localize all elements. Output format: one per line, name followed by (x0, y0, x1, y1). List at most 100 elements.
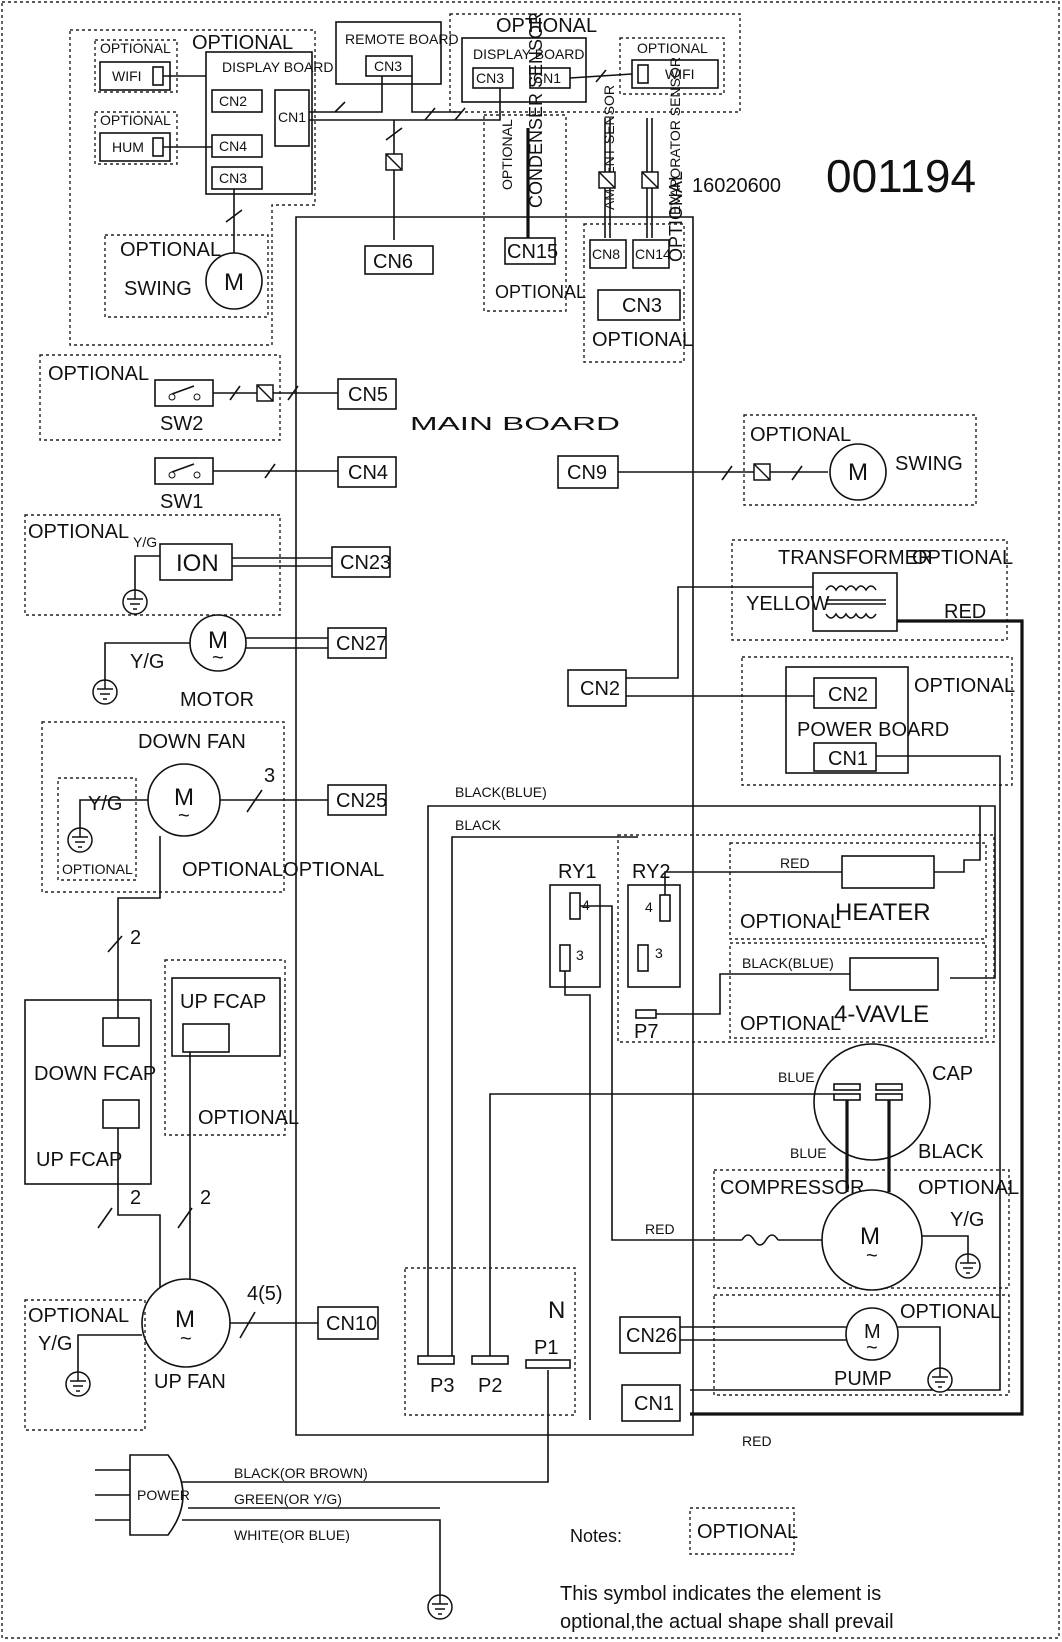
notes-optional-symbol (689, 1507, 795, 1555)
sw1-switch-icon (154, 457, 214, 485)
wifi-label: WIFI (665, 66, 695, 82)
optional-region-pump (713, 1294, 1010, 1396)
optional-label: OPTIONAL (912, 547, 1013, 569)
power-label: POWER (137, 1487, 190, 1503)
transformer-icon (812, 572, 898, 632)
p1-label: P1 (534, 1337, 558, 1359)
yg-label: Y/G (950, 1209, 984, 1231)
connector-label: CN4 (219, 138, 247, 154)
optional-region-down-fan-ground (57, 777, 137, 881)
main-board-outline (295, 216, 694, 1436)
optional-label: OPTIONAL (592, 329, 693, 351)
optional-region-transformer (731, 539, 1008, 641)
pump-motor-icon (845, 1307, 899, 1361)
condenser-sensor-label: CONDENSER SENSOR (526, 12, 546, 208)
wifi-connector-icon (152, 66, 164, 86)
down-fan-label: DOWN FAN (138, 731, 246, 753)
wire-label: BLACK (918, 1141, 984, 1163)
wire-count: 2 (130, 927, 141, 949)
optional-label: OPTIONAL (198, 1107, 299, 1129)
cap-icon (813, 1043, 931, 1161)
p3-label: P3 (430, 1375, 454, 1397)
relay-pin: 3 (655, 945, 663, 961)
swing-label: SWING (895, 453, 963, 475)
optional-label: OPTIONAL (62, 861, 133, 877)
up-fcap-label: UP FCAP (36, 1149, 122, 1171)
hum-label: HUM (112, 139, 144, 155)
optional-label: OPTIONAL (28, 521, 129, 543)
wire-label: WHITE(OR BLUE) (234, 1527, 350, 1543)
down-fcap-label: DOWN FCAP (34, 1063, 156, 1085)
connector-label: CN1 (278, 109, 306, 125)
optional-region-relays (617, 834, 995, 1043)
cn2-connector: CN2 (580, 678, 620, 700)
optional-region-power-board (741, 656, 1013, 786)
ry2-relay (627, 884, 681, 988)
optional-label: OPTIONAL (740, 1013, 841, 1035)
optional-label: OPTIONAL (120, 239, 221, 261)
yg-label: Y/G (88, 793, 122, 815)
connector-label: CN1 (533, 70, 561, 86)
wire-count: 3 (264, 765, 275, 787)
hum-connector-icon (152, 137, 164, 157)
ry1-label: RY1 (558, 861, 597, 883)
wire-count: 2 (200, 1187, 211, 1209)
optional-region-wifi-right (619, 37, 725, 95)
yg-label: Y/G (130, 651, 164, 673)
sw2-switch-icon (154, 379, 214, 407)
motor-symbol: M (175, 1306, 195, 1333)
wire-label: RED (780, 855, 810, 871)
optional-region-display-left (69, 29, 316, 346)
cn4-connector: CN4 (348, 462, 388, 484)
pump-label: PUMP (834, 1368, 892, 1390)
cn10-connector: CN10 (326, 1313, 377, 1335)
four-valve-label: 4-VAVLE (834, 1001, 929, 1028)
svg-text:~: ~ (178, 805, 190, 827)
optional-region-ion (24, 514, 281, 616)
p2-label: P2 (478, 1375, 502, 1397)
motor-symbol: M (848, 459, 868, 486)
optional-label: OPTIONAL (495, 282, 586, 302)
ion-module (159, 543, 233, 581)
cn1-connector: CN1 (634, 1393, 674, 1415)
power-board-label: POWER BOARD (797, 719, 949, 741)
wire-label: BLACK (455, 817, 502, 833)
relay-pin: 4 (645, 899, 653, 915)
cn23-connector: CN23 (340, 552, 391, 574)
relay-pin: 4 (582, 897, 590, 913)
optional-label: OPTIONAL (918, 1177, 1019, 1199)
cn25-connector: CN25 (336, 790, 387, 812)
connector-label: CN1 (828, 748, 868, 770)
cn26-connector: CN26 (626, 1325, 677, 1347)
up-fan-label: UP FAN (154, 1371, 226, 1393)
notes-title: Notes: (570, 1526, 622, 1546)
wire-count: 4(5) (247, 1283, 283, 1305)
power-plug-icon (129, 1454, 184, 1536)
optional-region-swing-top (104, 234, 269, 318)
optional-label: OPTIONAL (697, 1521, 798, 1543)
cn9-connector: CN9 (567, 462, 607, 484)
motor-symbol: M (208, 627, 228, 654)
connector-label: CN2 (219, 93, 247, 109)
wifi-label: WIFI (112, 68, 142, 84)
svg-text:~: ~ (866, 1245, 878, 1267)
optional-label: OPTIONAL (48, 363, 149, 385)
optional-label: OPTIONAL (750, 424, 851, 446)
motor-symbol: M (224, 269, 244, 296)
optional-region-heater (729, 842, 987, 940)
optional-label: OPTIONAL (496, 15, 597, 37)
yg-label: Y/G (38, 1333, 72, 1355)
four-valve-element (849, 957, 939, 991)
optional-label: OPTIONAL (740, 911, 841, 933)
sw2-label: SW2 (160, 413, 203, 435)
sw1-label: SW1 (160, 491, 203, 513)
optional-label: OPTIONAL (192, 32, 293, 54)
wire-label: RED (742, 1433, 772, 1449)
swing-label: SWING (124, 278, 192, 300)
connector-label: CN3 (374, 58, 402, 74)
yg-label: Y/G (133, 534, 157, 550)
optional-region-hum (94, 111, 178, 165)
optional-label: OPTIONAL (499, 119, 515, 190)
p7-label: P7 (634, 1021, 658, 1043)
